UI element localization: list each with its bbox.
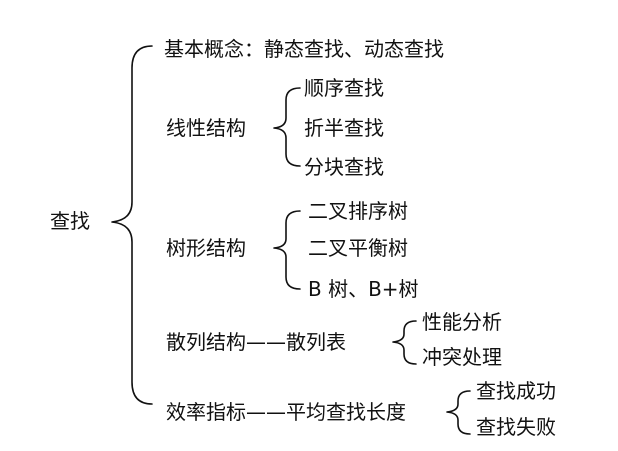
branch-basic-concepts: 基本概念：静态查找、动态查找 bbox=[164, 37, 444, 61]
linear-brace bbox=[273, 87, 301, 167]
branch-hash-structure: 散列结构——散列表 bbox=[166, 330, 346, 354]
leaf-block-search: 分块查找 bbox=[304, 155, 384, 179]
leaf-b-tree: B 树、B+树 bbox=[308, 277, 419, 301]
leaf-collision-handling: 冲突处理 bbox=[422, 345, 502, 369]
hash-brace bbox=[392, 320, 417, 365]
leaf-search-success: 查找成功 bbox=[476, 379, 556, 403]
leaf-binary-search: 折半查找 bbox=[304, 116, 384, 140]
branch-linear-structure: 线性结构 bbox=[166, 116, 246, 140]
leaf-performance-analysis: 性能分析 bbox=[422, 310, 502, 334]
root-brace bbox=[111, 45, 153, 405]
leaf-bst: 二叉排序树 bbox=[308, 199, 408, 223]
root-label: 查找 bbox=[50, 209, 90, 233]
leaf-avl: 二叉平衡树 bbox=[308, 236, 408, 260]
branch-tree-structure: 树形结构 bbox=[166, 236, 246, 260]
leaf-sequential-search: 顺序查找 bbox=[304, 76, 384, 100]
tree-brace bbox=[273, 210, 301, 290]
leaf-search-failure: 查找失败 bbox=[476, 415, 556, 439]
branch-efficiency: 效率指标——平均查找长度 bbox=[166, 400, 406, 424]
efficiency-brace bbox=[446, 390, 471, 435]
